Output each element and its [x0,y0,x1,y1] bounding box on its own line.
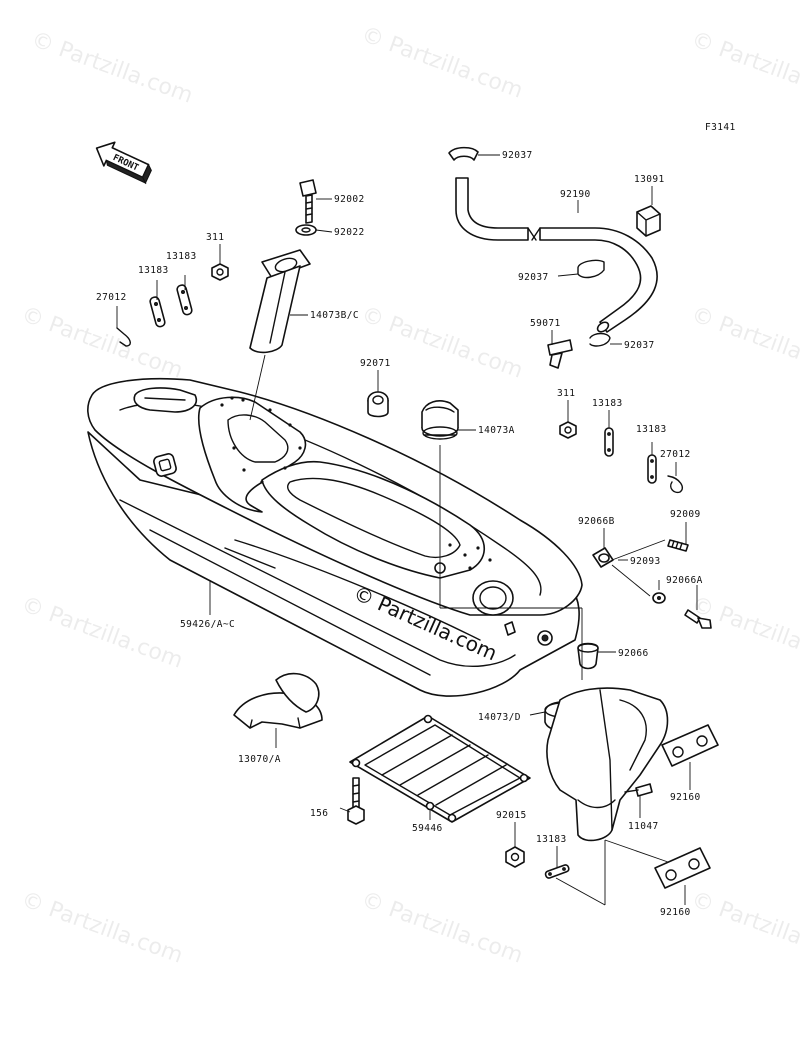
watermark: © Partzilla.com [18,887,186,969]
label-27012-left: 27012 [96,292,127,303]
bolt-92009 [667,539,689,552]
label-92160-top: 92160 [670,792,701,803]
watermark: © Partzilla.com [18,592,186,674]
bolt-11047 [624,783,653,797]
part-13091 [636,205,661,237]
plate-13183-bottom [544,864,570,879]
watermark: © Partzilla.com [358,887,526,969]
nut-311-right [559,421,577,439]
cap-92066 [577,642,599,670]
hose-92190 [448,146,658,333]
label-92015: 92015 [496,810,527,821]
label-13183-a: 13183 [166,251,197,262]
figure-code: F3141 [705,122,736,133]
label-92009: 92009 [670,509,701,520]
filler-neck-14073bc [249,249,311,354]
grate-59446 [349,714,531,823]
label-13183-c: 13183 [592,398,623,409]
label-13091: 13091 [634,174,665,185]
label-27012-right: 27012 [660,449,691,460]
label-11047: 11047 [628,821,659,832]
nut-92015 [505,846,525,868]
plates-13183-right [604,427,657,484]
label-311-left: 311 [206,232,224,243]
label-92002: 92002 [334,194,365,205]
label-156: 156 [310,808,328,819]
label-13183-e: 13183 [536,834,567,845]
label-92071: 92071 [360,358,391,369]
label-92037-top: 92037 [502,150,533,161]
label-14073bc: 14073B/C [310,310,359,321]
label-92037-mid: 92037 [518,272,549,283]
label-13183-d: 13183 [636,424,667,435]
clamp-92037-low [589,332,611,347]
label-13183-b: 13183 [138,265,169,276]
label-59071: 59071 [530,318,561,329]
hull-body [87,377,583,697]
washer-92022 [295,224,317,236]
nut-311-left [211,263,229,281]
label-92190: 92190 [560,189,591,200]
label-92066: 92066 [618,648,649,659]
label-92093: 92093 [630,556,661,567]
clamp-92037-mid [577,259,605,279]
label-92037-low: 92037 [624,340,655,351]
screw-92066a [684,609,712,629]
bolt-92002 [299,179,317,224]
label-92160-bottom: 92160 [660,907,691,918]
watermark: © Partzilla.com [688,887,800,969]
clip-27012-right [667,475,684,494]
cap-14073a [421,400,459,440]
watermark: © Partzilla.com [28,27,196,109]
plate-92160-bottom [654,847,711,889]
duct-14073d [544,687,669,842]
plate-92160-top [661,724,719,767]
label-92066a: 92066A [666,575,703,586]
label-59446: 59446 [412,823,443,834]
part-labels: 92037 92002 92022 311 13183 13183 27012 … [96,150,703,918]
label-92066b: 92066B [578,516,615,527]
label-14073a: 14073A [478,425,515,436]
watermark: © Partzilla.com [688,27,800,109]
bolt-156 [347,777,365,825]
plates-13183-left [149,284,193,328]
label-92022: 92022 [334,227,365,238]
watermark: © Partzilla.com [358,22,526,104]
watermark: © Partzilla.com [358,302,526,384]
label-311-right: 311 [557,388,575,399]
label-59426: 59426/A~C [180,619,235,630]
watermark: © Partzilla.com [688,302,800,384]
grommet-92066b [592,547,614,568]
valve-59071 [547,339,573,369]
watermark: © Partzilla.com [688,592,800,674]
clip-27012-left [116,327,131,347]
deck-holes [220,396,492,570]
ring-92071 [367,391,389,418]
front-arrow-icon: FRONT [95,141,152,185]
label-13070a: 13070/A [238,754,281,765]
label-14073d: 14073/D [478,712,521,723]
leader-lines [116,154,698,906]
cover-13070a [233,672,323,729]
